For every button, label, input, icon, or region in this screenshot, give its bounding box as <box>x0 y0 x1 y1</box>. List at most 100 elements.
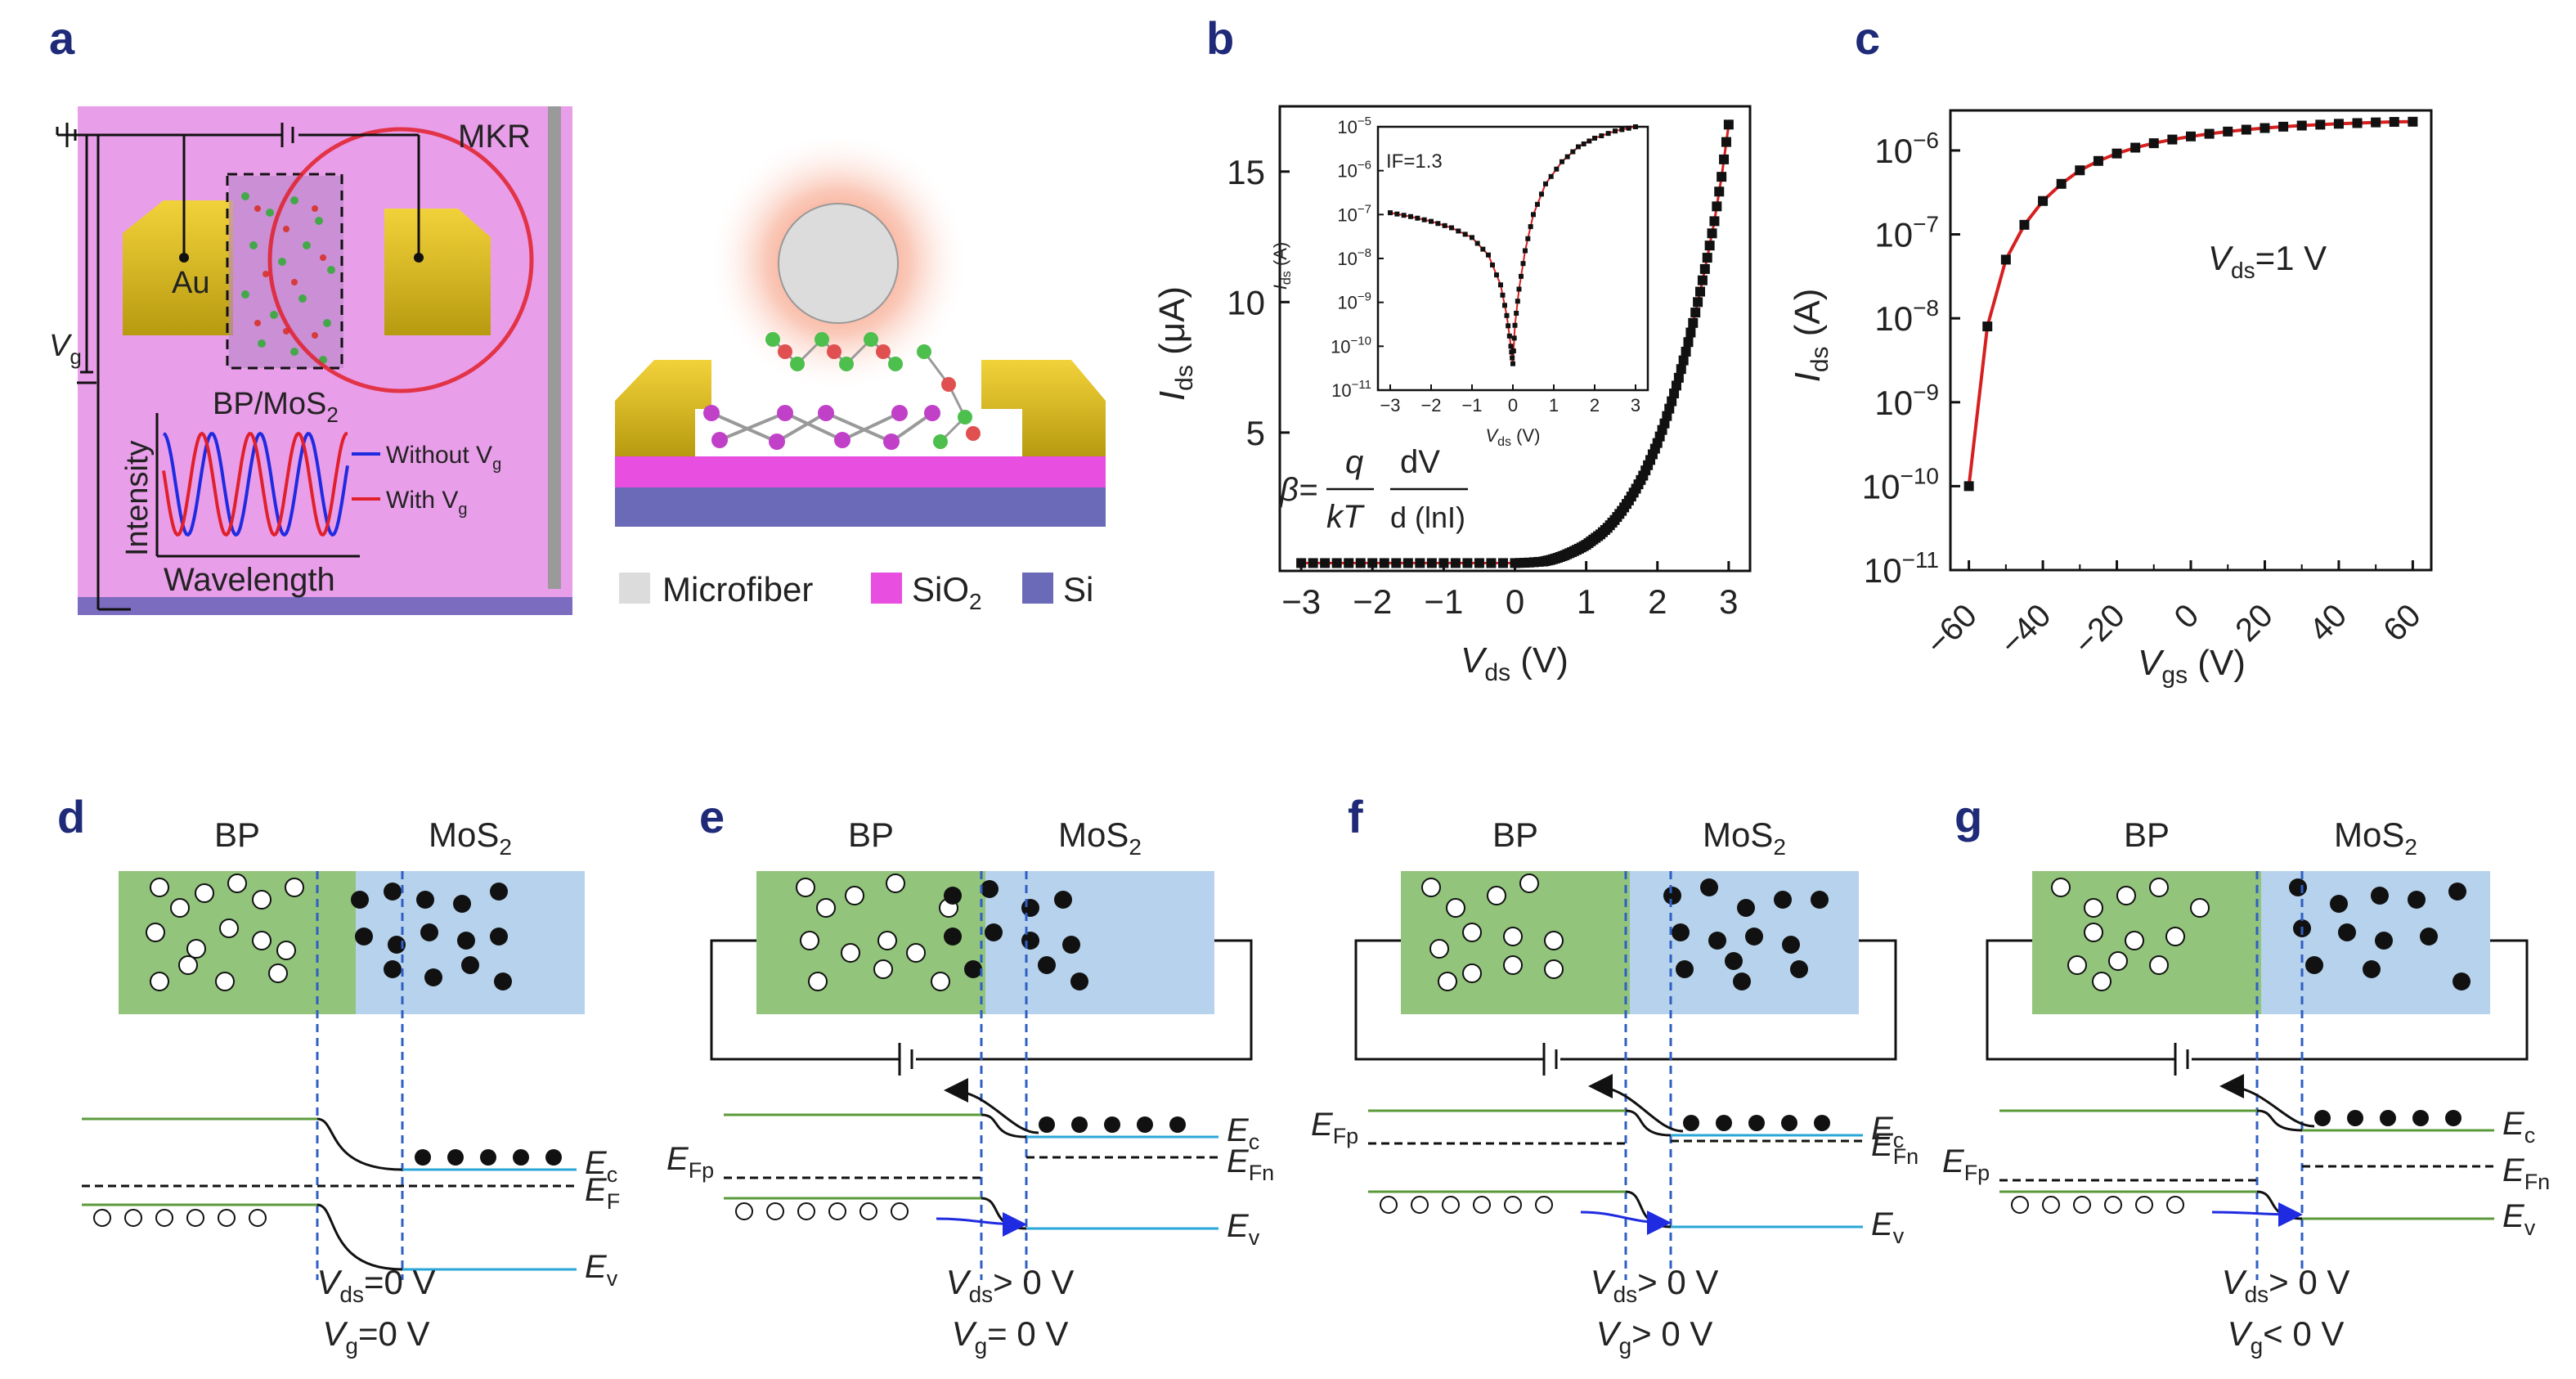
electron <box>416 891 434 909</box>
b-data-point <box>1296 558 1307 568</box>
c-data-point <box>2389 117 2399 128</box>
band-hole <box>124 1209 142 1227</box>
b-inset-xtick-label: 2 <box>1590 395 1600 415</box>
hole <box>931 972 950 991</box>
b-inset-point <box>1394 211 1400 217</box>
b-data-point <box>1379 558 1389 568</box>
b-data-point <box>1662 411 1672 421</box>
legend-si: Si <box>1063 570 1093 609</box>
b-inset-point <box>1523 248 1528 254</box>
band-hole <box>1442 1196 1460 1214</box>
c-data-point <box>2056 178 2067 189</box>
ev-label: Ev <box>585 1249 618 1291</box>
c-data-point <box>2278 121 2289 132</box>
b-data-point <box>1714 186 1725 197</box>
band-electron <box>480 1149 496 1166</box>
b-inset-point <box>1564 154 1570 159</box>
bp-mos2-label: BP/MoS2 <box>213 387 339 427</box>
electron <box>1700 878 1718 896</box>
spectrum-inset: Intensity Wavelength Without Vg With Vg <box>120 413 501 598</box>
hole <box>1544 931 1564 950</box>
band-electron <box>2314 1110 2331 1126</box>
bp-title: BP <box>1492 815 1538 854</box>
c-xtick-label: −60 <box>1919 597 1984 662</box>
device-si-strip <box>78 597 572 615</box>
electron <box>351 891 369 909</box>
b-xtick-label: −1 <box>1424 582 1463 621</box>
efn-label: EFn <box>1227 1143 1274 1185</box>
band-electron <box>545 1149 562 1166</box>
c-xtick-label: 40 <box>2303 597 2354 649</box>
b-inset-xtick-label: −2 <box>1420 395 1441 415</box>
c-data-point <box>2296 120 2307 131</box>
b-inset-point <box>1613 128 1618 134</box>
b-inset-point <box>1510 348 1516 354</box>
inset-if-label: IF=1.3 <box>1386 150 1443 173</box>
band-hole <box>1411 1196 1429 1214</box>
electron <box>490 928 508 946</box>
electron <box>1672 923 1690 941</box>
hole <box>227 874 247 893</box>
hole <box>886 874 905 893</box>
c-data-point <box>2167 134 2178 145</box>
hole <box>2125 931 2144 950</box>
band-electron <box>1039 1116 1055 1133</box>
b-inset-point <box>1462 231 1468 237</box>
electron <box>388 936 406 954</box>
b-xtick-label: 2 <box>1648 582 1667 621</box>
b-data-point <box>1519 558 1530 568</box>
hole <box>2051 878 2071 897</box>
c-data-point <box>2019 219 2030 230</box>
c-data-point <box>2038 195 2049 206</box>
b-data-point <box>1643 460 1654 470</box>
b-inset-point <box>1456 228 1461 234</box>
b-inset-line <box>1389 126 1636 364</box>
bp-mos2-flake <box>229 176 343 368</box>
bp-title: BP <box>2124 815 2170 854</box>
b-data-point <box>1450 558 1461 568</box>
hole <box>2116 886 2136 905</box>
band-hole <box>2135 1196 2153 1214</box>
ev-label: Ev <box>1227 1208 1260 1250</box>
hole <box>796 878 815 897</box>
beta-equation: β= q kT dV d (lnI) <box>1279 444 1468 535</box>
b-inset-xlabel: Vds (V) <box>1485 425 1540 449</box>
band-electron <box>1683 1115 1699 1131</box>
b-data-point <box>1415 558 1425 568</box>
b-inset-ytick-label: 10−8 <box>1337 246 1371 269</box>
caption-vg: Vg=0 V <box>322 1314 429 1359</box>
b-data-point <box>1681 346 1691 357</box>
electron <box>2305 956 2323 974</box>
b-ytick-label: 5 <box>1246 414 1265 452</box>
c-data-point <box>2204 128 2215 139</box>
c-data-point <box>2093 155 2103 166</box>
b-data-point <box>1402 558 1413 568</box>
b-data-point <box>1438 558 1449 568</box>
hole <box>1503 927 1523 946</box>
c-xtick-label: −40 <box>1993 597 2058 662</box>
b-inset-point <box>1510 355 1515 361</box>
electron <box>1062 936 1080 954</box>
circuit-loop <box>1986 939 2529 1061</box>
b-inset-ytick-label: 10−9 <box>1337 290 1371 313</box>
b-inset-point <box>1494 272 1499 278</box>
hole <box>1429 939 1449 959</box>
b-inset-point <box>1554 166 1560 172</box>
band-electron <box>1716 1115 1732 1131</box>
material-legend: Microfiber SiO2 Si <box>619 570 1093 614</box>
band-hole <box>797 1202 815 1220</box>
hole <box>1503 955 1523 975</box>
b-data-point <box>1667 396 1677 407</box>
c-ylabel: Ids (A) <box>1788 289 1833 383</box>
au-electrode-right <box>384 209 491 335</box>
b-data-point <box>1391 558 1402 568</box>
band-hole <box>859 1202 877 1220</box>
b-xtick-label: −3 <box>1281 582 1321 621</box>
c-xtick-label: −20 <box>2067 597 2132 662</box>
legend-swatch-microfiber <box>619 573 650 604</box>
band-electron <box>1071 1116 1088 1133</box>
b-inset-point <box>1539 191 1544 197</box>
caption-vg: Vg< 0 V <box>2228 1314 2345 1359</box>
b-inset-series <box>1388 124 1638 366</box>
